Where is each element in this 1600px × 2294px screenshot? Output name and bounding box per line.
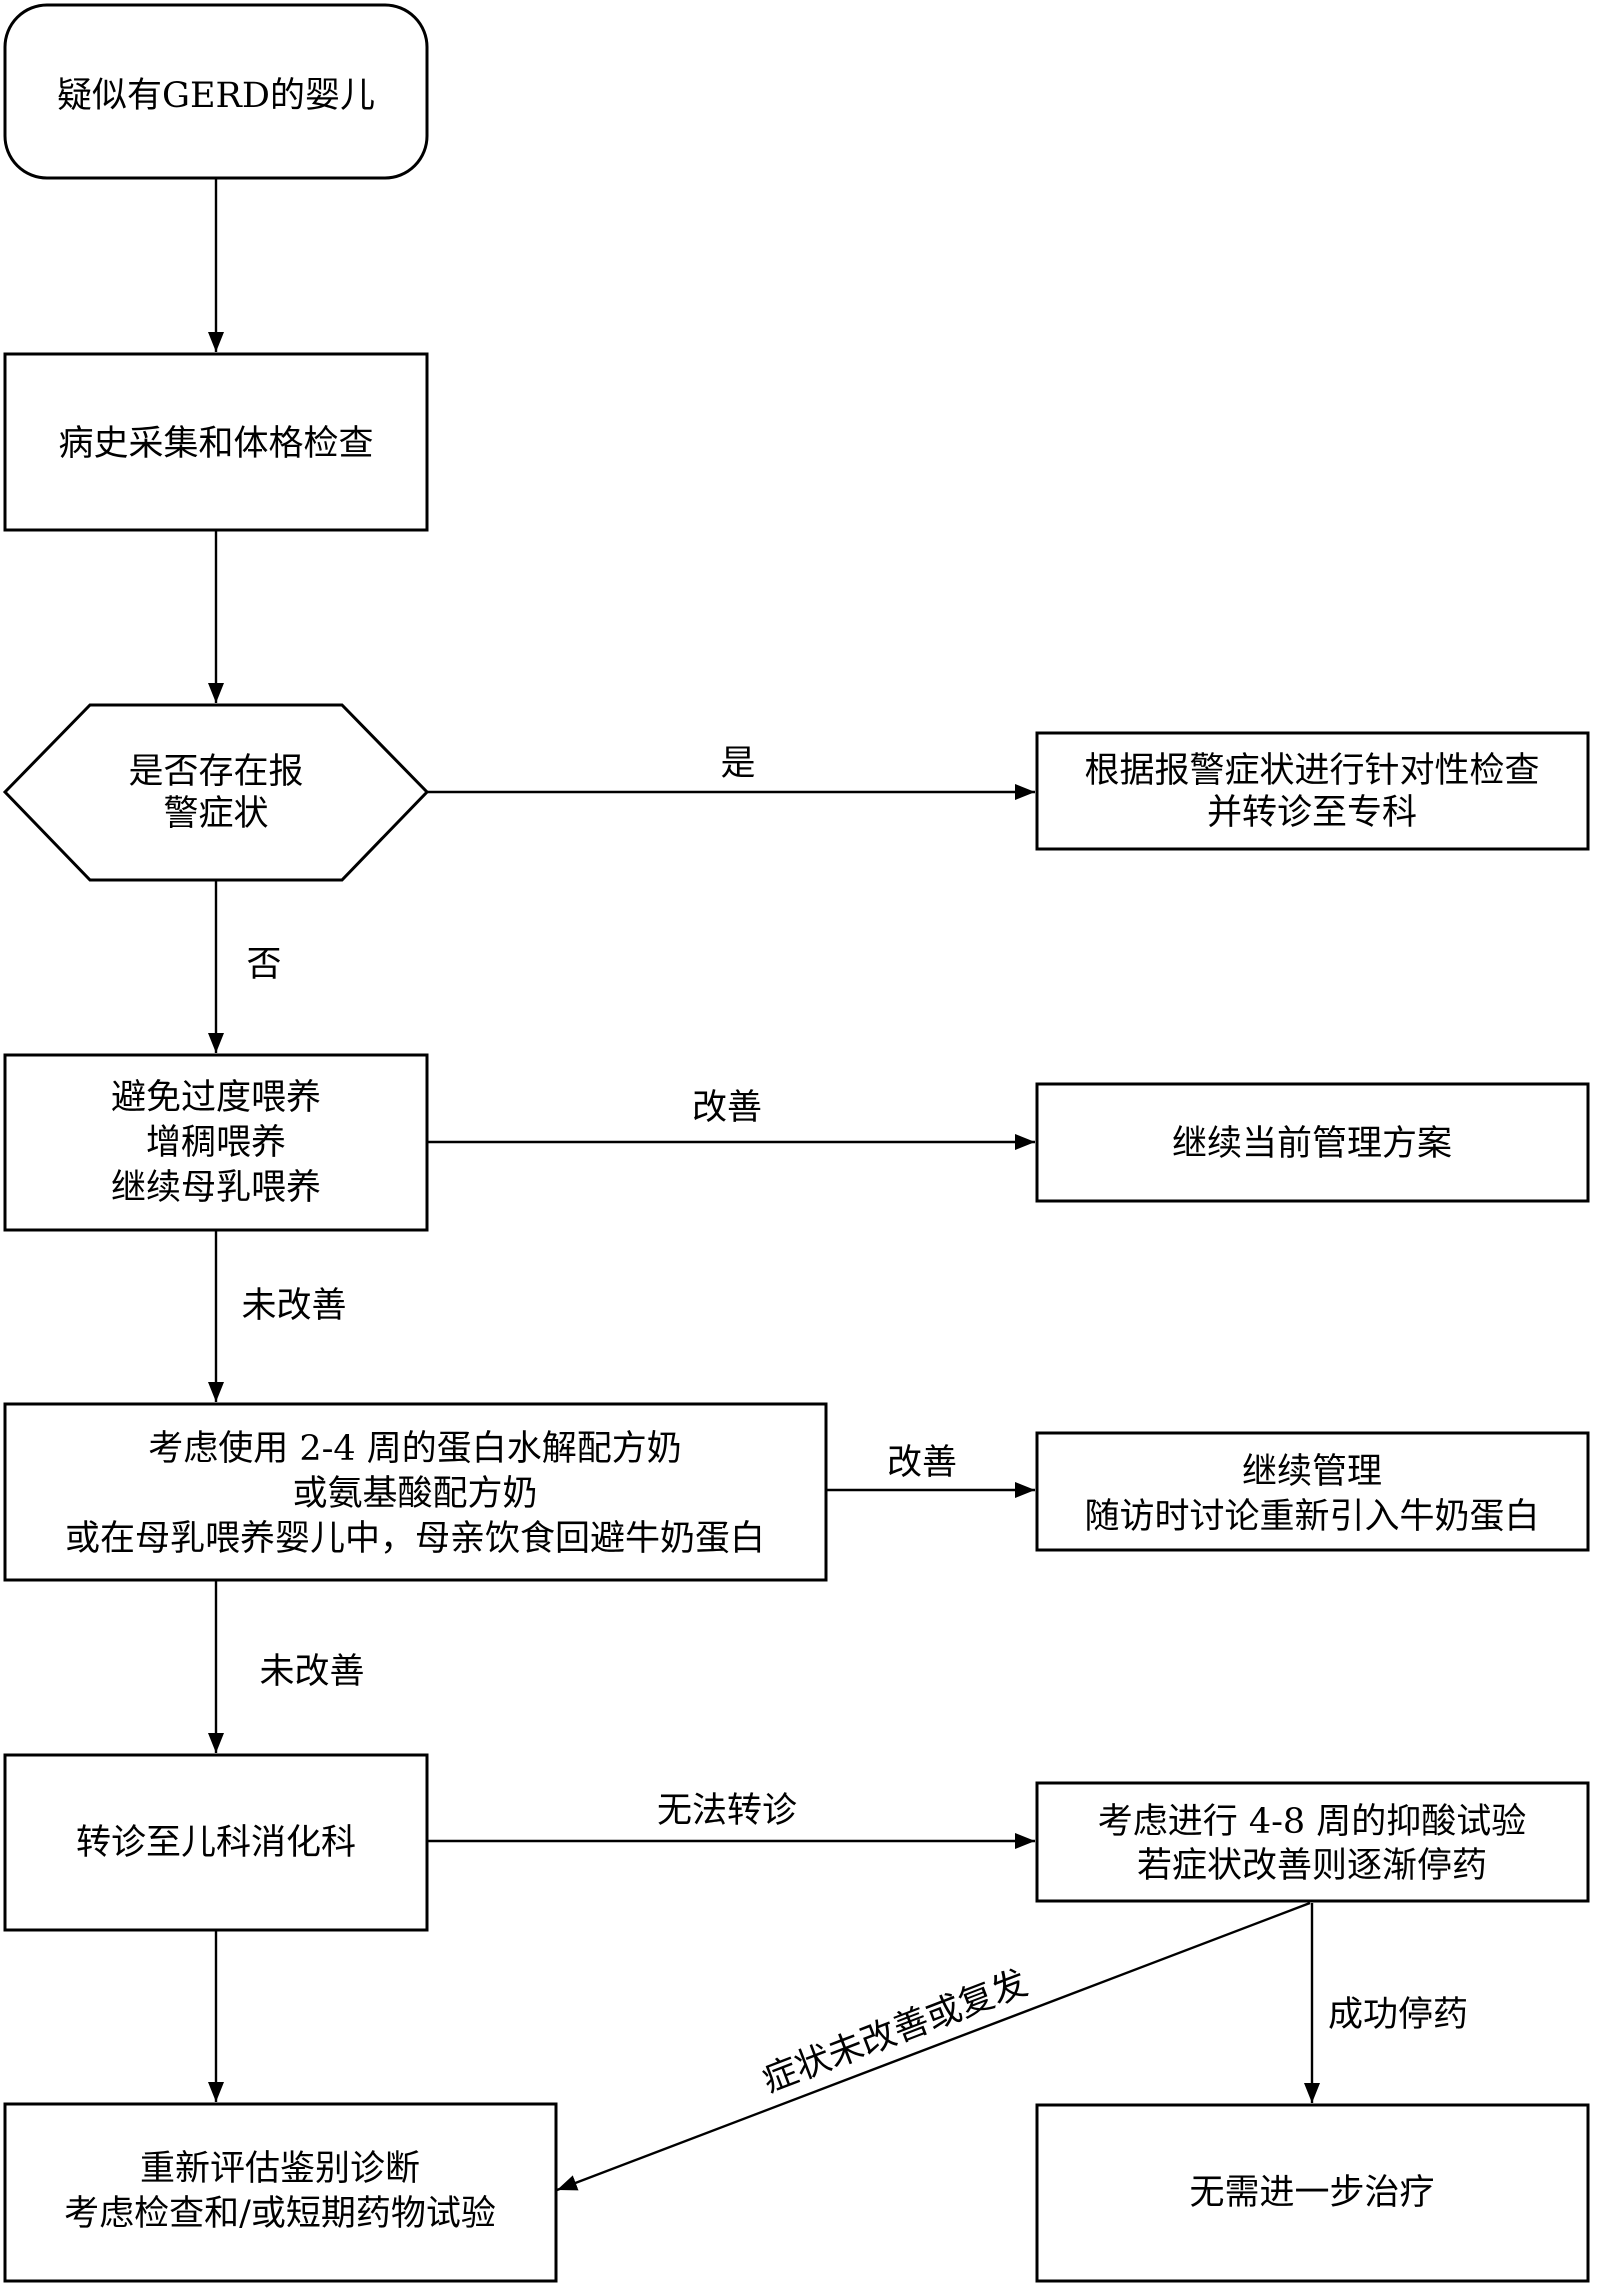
node-referral-line: 转诊至儿科消化科	[76, 1823, 356, 1863]
svg-text:无需进一步治疗: 无需进一步治疗	[1189, 2173, 1434, 2213]
svg-text:考虑使用 2-4 周的蛋白水解配方奶: 考虑使用 2-4 周的蛋白水解配方奶	[148, 1429, 682, 1469]
svg-text:随访时讨论重新引入牛奶蛋白: 随访时讨论重新引入牛奶蛋白	[1084, 1497, 1539, 1537]
arrow-trial-relapse	[556, 1901, 1311, 2192]
edge-label-stop-success: 成功停药	[1328, 1995, 1468, 2035]
svg-text:是否存在报: 是否存在报	[128, 752, 303, 792]
svg-text:并转诊至专科: 并转诊至专科	[1207, 793, 1417, 833]
node-feeding: 避免过度喂养 增稠喂养 继续母乳喂养	[3, 1053, 429, 1232]
svg-text:若症状改善则逐渐停药: 若症状改善则逐渐停药	[1137, 1846, 1487, 1886]
svg-text:警症状: 警症状	[163, 794, 268, 834]
svg-text:避免过度喂养: 避免过度喂养	[111, 1078, 321, 1118]
svg-text:继续当前管理方案: 继续当前管理方案	[1172, 1124, 1452, 1164]
node-start-line: 疑似有GERD的婴儿	[57, 76, 375, 116]
node-feeding-line: 增稠喂养	[146, 1123, 286, 1163]
node-start: 疑似有GERD的婴儿	[3, 3, 429, 180]
svg-text:继续管理: 继续管理	[1242, 1452, 1382, 1492]
node-continue-followup-line: 继续管理	[1242, 1452, 1382, 1492]
node-continue-current: 继续当前管理方案	[1035, 1082, 1590, 1203]
node-acid-trial: 考虑进行 4-8 周的抑酸试验 若症状改善则逐渐停药	[1035, 1781, 1590, 1903]
node-alarm-decision: 是否存在报 警症状	[2, 703, 430, 882]
svg-text:或氨基酸配方奶: 或氨基酸配方奶	[292, 1474, 537, 1514]
edge-label-improved: 改善	[692, 1088, 762, 1128]
node-targeted-exam-line: 并转诊至专科	[1207, 793, 1417, 833]
svg-text:根据报警症状进行针对性检查: 根据报警症状进行针对性检查	[1084, 751, 1539, 791]
node-referral: 转诊至儿科消化科	[3, 1753, 429, 1932]
edge-label-yes: 是	[720, 744, 755, 784]
node-continue-current-line: 继续当前管理方案	[1172, 1124, 1452, 1164]
connectors	[208, 178, 1320, 2192]
svg-text:重新评估鉴别诊断: 重新评估鉴别诊断	[140, 2149, 420, 2189]
node-targeted-exam: 根据报警症状进行针对性检查 并转诊至专科	[1035, 731, 1590, 851]
node-reassess-line: 重新评估鉴别诊断	[140, 2149, 420, 2189]
node-feeding-line: 避免过度喂养	[111, 1078, 321, 1118]
svg-text:病史采集和体格检查: 病史采集和体格检查	[58, 424, 373, 464]
node-no-treatment: 无需进一步治疗	[1035, 2103, 1590, 2283]
node-no-treatment-line: 无需进一步治疗	[1189, 2173, 1434, 2213]
svg-text:考虑检查和/或短期药物试验: 考虑检查和/或短期药物试验	[64, 2194, 496, 2234]
svg-text:增稠喂养: 增稠喂养	[146, 1123, 286, 1163]
node-acid-trial-line: 考虑进行 4-8 周的抑酸试验	[1098, 1802, 1527, 1842]
edge-label-relapse: 症状未改善或复发	[757, 1963, 1033, 2101]
node-targeted-exam-line: 根据报警症状进行针对性检查	[1084, 751, 1539, 791]
edge-label-no: 否	[246, 945, 281, 985]
node-reassess: 重新评估鉴别诊断 考虑检查和/或短期药物试验	[3, 2102, 558, 2283]
edge-label-improved: 改善	[887, 1443, 957, 1483]
node-continue-followup-line: 随访时讨论重新引入牛奶蛋白	[1084, 1497, 1539, 1537]
svg-text:继续母乳喂养: 继续母乳喂养	[111, 1168, 321, 1208]
node-history: 病史采集和体格检查	[3, 352, 429, 532]
node-formula-line: 考虑使用 2-4 周的蛋白水解配方奶	[148, 1429, 682, 1469]
edge-label-cannot-refer: 无法转诊	[657, 1791, 797, 1831]
node-alarm-decision-line: 是否存在报	[128, 752, 303, 792]
svg-text:疑似有GERD的婴儿: 疑似有GERD的婴儿	[57, 76, 375, 116]
svg-text:转诊至儿科消化科: 转诊至儿科消化科	[76, 1823, 356, 1863]
node-history-line: 病史采集和体格检查	[58, 424, 373, 464]
node-reassess-line: 考虑检查和/或短期药物试验	[64, 2194, 496, 2234]
node-acid-trial-line: 若症状改善则逐渐停药	[1137, 1846, 1487, 1886]
node-formula-line: 或氨基酸配方奶	[292, 1474, 537, 1514]
node-formula-line: 或在母乳喂养婴儿中，母亲饮食回避牛奶蛋白	[65, 1519, 765, 1559]
node-continue-followup: 继续管理 随访时讨论重新引入牛奶蛋白	[1035, 1431, 1590, 1552]
svg-text:考虑进行 4-8 周的抑酸试验: 考虑进行 4-8 周的抑酸试验	[1098, 1802, 1527, 1842]
node-alarm-decision-line: 警症状	[163, 794, 268, 834]
svg-text:或在母乳喂养婴儿中，母亲饮食回避牛奶蛋白: 或在母乳喂养婴儿中，母亲饮食回避牛奶蛋白	[65, 1519, 765, 1559]
node-feeding-line: 继续母乳喂养	[111, 1168, 321, 1208]
edge-label-not-improved: 未改善	[241, 1286, 346, 1326]
edge-label-not-improved: 未改善	[259, 1652, 364, 1692]
node-formula: 考虑使用 2-4 周的蛋白水解配方奶 或氨基酸配方奶 或在母乳喂养婴儿中，母亲饮…	[3, 1402, 828, 1582]
